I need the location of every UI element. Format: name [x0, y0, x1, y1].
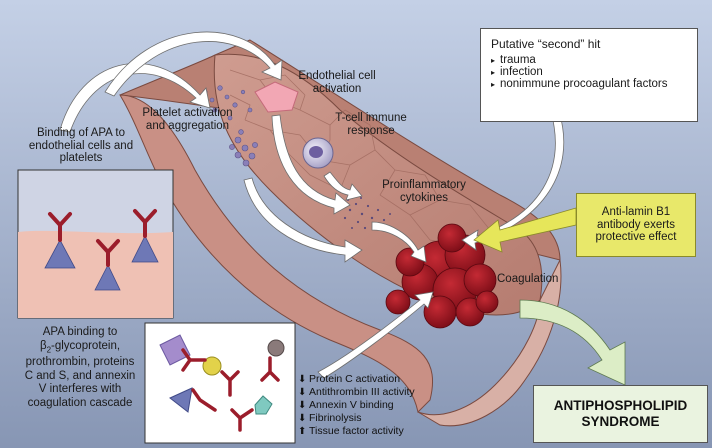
- lamin-text: Anti-lamin B1 antibody exerts protective…: [581, 206, 691, 244]
- down-arrow-icon: ⬇: [298, 373, 306, 386]
- label-proinflammatory: Proinflammatory cytokines: [368, 179, 480, 204]
- label-platelet-activation: Platelet activation and aggregation: [140, 107, 235, 132]
- effect-item: ⬇Antithrombin III activity: [298, 386, 415, 399]
- label-binding-apa: Binding of APA to endothelial cells and …: [22, 127, 140, 165]
- effect-text: Antithrombin III activity: [309, 386, 415, 398]
- second-hit-box: Putative “second” hit trauma infection n…: [480, 28, 698, 122]
- inset-coagulation-factors: [145, 323, 295, 443]
- down-arrow-icon: ⬇: [298, 412, 306, 425]
- label-tcell-response: T-cell immune response: [326, 112, 416, 137]
- apa-beta: β: [40, 340, 47, 352]
- second-hit-item: nonimmune procoagulant factors: [491, 78, 687, 90]
- effect-item: ⬇Protein C activation: [298, 373, 415, 386]
- effect-text: Annexin V binding: [309, 399, 394, 411]
- effects-list: ⬇Protein C activation ⬇Antithrombin III …: [298, 373, 415, 438]
- inset-cell-binding: [18, 170, 173, 318]
- effect-text: Tissue factor activity: [309, 425, 404, 437]
- second-hit-item: infection: [491, 66, 687, 78]
- effect-text: Fibrinolysis: [309, 412, 362, 424]
- effect-item: ⬆Tissue factor activity: [298, 425, 415, 438]
- effect-item: ⬇Annexin V binding: [298, 399, 415, 412]
- apa-rest: prothrombin, proteins C and S, and annex…: [25, 356, 136, 409]
- apa-post: -glycoprotein,: [51, 340, 120, 352]
- down-arrow-icon: ⬇: [298, 386, 306, 399]
- second-hit-list: trauma infection nonimmune procoagulant …: [491, 54, 687, 90]
- second-hit-title: Putative “second” hit: [491, 37, 687, 51]
- outcome-text: ANTIPHOSPHOLIPID SYNDROME: [546, 398, 696, 430]
- lamin-box: Anti-lamin B1 antibody exerts protective…: [576, 193, 696, 257]
- up-arrow-icon: ⬆: [298, 425, 306, 438]
- apa-pre: APA binding to: [43, 326, 118, 338]
- label-apa-binding-cascade: APA binding to β2-glycoprotein, prothrom…: [20, 326, 140, 410]
- effect-item: ⬇Fibrinolysis: [298, 412, 415, 425]
- effect-text: Protein C activation: [309, 373, 400, 385]
- outcome-box: ANTIPHOSPHOLIPID SYNDROME: [533, 385, 708, 443]
- label-coagulation: Coagulation: [497, 273, 558, 286]
- second-hit-item: trauma: [491, 54, 687, 66]
- label-endothelial-activation: Endothelial cell activation: [282, 70, 392, 95]
- down-arrow-icon: ⬇: [298, 399, 306, 412]
